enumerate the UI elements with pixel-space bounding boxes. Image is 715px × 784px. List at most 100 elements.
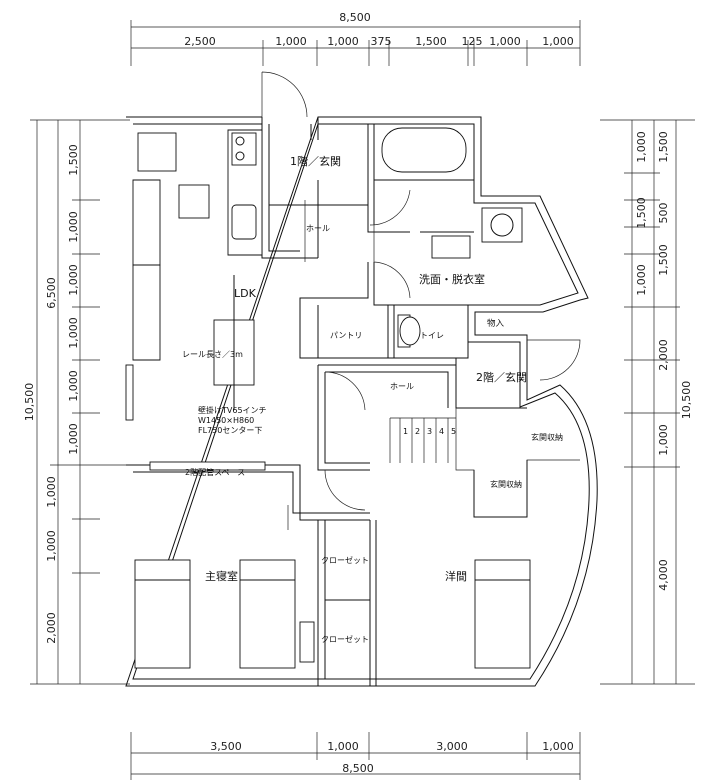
stove-icon <box>231 132 257 166</box>
dim-right-seg: 4,000 <box>657 559 670 591</box>
door-bed2 <box>324 469 366 511</box>
door-entrance1 <box>261 71 308 118</box>
doors <box>261 71 581 530</box>
dim-top-seg: 1,000 <box>489 35 521 48</box>
fixtures <box>125 127 531 669</box>
dim-right-seg: 1,500 <box>635 197 648 229</box>
label-hall2: ホール <box>390 382 414 391</box>
label-rail: レール長さ／3m <box>182 350 243 359</box>
dimension-right: 1,000 1,500 500 1,500 1,000 1,500 2,000 … <box>600 119 695 685</box>
dimension-top: 8,500 2,500 1,000 1,000 375 1,500 125 1,… <box>130 11 581 66</box>
bed-right <box>239 559 296 669</box>
dimension-left: 10,500 6,500 1,500 1,000 1,000 1,000 1,0… <box>23 119 130 685</box>
dim-right-seg: 2,000 <box>657 339 670 371</box>
label-shoe2: 玄関収納 <box>490 479 522 489</box>
label-hall1: ホール <box>306 224 330 233</box>
dim-right-seg: 1,500 <box>657 131 670 163</box>
outer-wall-inner <box>132 123 590 680</box>
label-ldk: LDK <box>234 287 257 300</box>
kitchen-counter-left <box>132 179 161 266</box>
stair-step: 4 <box>439 427 444 436</box>
stair-step: 5 <box>451 427 456 436</box>
dim-bottom-seg: 1,000 <box>542 740 574 753</box>
dim-top-seg: 1,000 <box>327 35 359 48</box>
wall-pantry <box>317 305 395 358</box>
stair-step: 3 <box>427 427 432 436</box>
dim-left-seg: 1,000 <box>45 530 58 562</box>
washing-machine-icon <box>481 207 523 243</box>
bathtub-icon <box>381 127 467 173</box>
pipe-space <box>149 461 266 471</box>
burner-icon <box>235 151 245 161</box>
wall-shoe <box>473 460 528 518</box>
tv-wall-icon <box>125 364 134 421</box>
label-entrance1: 1階／玄関 <box>290 154 341 168</box>
label-shoe1: 玄関収納 <box>531 432 563 442</box>
dim-right-seg: 1,000 <box>657 424 670 456</box>
door-bath <box>369 189 411 226</box>
dim-left-mid: 6,500 <box>45 277 58 309</box>
dim-top-total: 8,500 <box>339 11 371 24</box>
door-hall2 <box>324 371 366 411</box>
label-wash: 洗面・脱衣室 <box>419 272 485 286</box>
wall-wash <box>299 262 469 359</box>
dim-left-seg: 1,000 <box>45 476 58 508</box>
bed-western <box>474 559 531 669</box>
dim-right-seg: 1,000 <box>635 264 648 296</box>
kitchen-counter-left2 <box>132 264 161 361</box>
toilet-icon <box>399 316 421 346</box>
dim-bottom-seg: 3,000 <box>436 740 468 753</box>
dim-right-seg: 1,000 <box>635 131 648 163</box>
dim-top-seg: 2,500 <box>184 35 216 48</box>
basin-icon <box>431 235 471 259</box>
sink-icon <box>231 204 257 240</box>
dim-top-seg: 1,000 <box>275 35 307 48</box>
wall-bath <box>367 124 474 233</box>
label-toilet: トイレ <box>420 331 444 340</box>
fridge <box>137 132 177 172</box>
dim-right-seg: 1,500 <box>657 244 670 276</box>
label-tv-1: 壁掛けTV65インチ <box>198 405 267 415</box>
wall-entrance1-inner <box>268 124 312 252</box>
label-pipe: 2階配管スペース <box>185 467 245 477</box>
dim-top-seg: 125 <box>462 35 483 48</box>
label-tv-3: FL750センター下 <box>198 426 262 435</box>
dim-left-seg: 2,000 <box>45 612 58 644</box>
dim-left-seg: 1,000 <box>67 370 80 402</box>
label-tv-2: W1450×H860 <box>198 416 254 425</box>
dim-left-seg: 1,000 <box>67 264 80 296</box>
dim-top-seg: 1,000 <box>542 35 574 48</box>
dim-bottom-seg: 1,000 <box>327 740 359 753</box>
label-storage: 物入 <box>487 318 505 329</box>
outer-wall <box>125 116 598 687</box>
dim-right-total: 10,500 <box>680 381 693 420</box>
wall-entrance1 <box>261 117 319 259</box>
dim-left-seg: 1,500 <box>67 144 80 176</box>
dimension-bottom: 3,500 1,000 3,000 1,000 8,500 <box>130 732 581 780</box>
label-western: 洋間 <box>445 569 467 583</box>
bed-left <box>134 559 191 669</box>
label-entrance2: 2階／玄関 <box>476 370 527 384</box>
label-master: 主寝室 <box>205 569 238 583</box>
label-closet1: クローゼット <box>321 555 369 565</box>
dim-right-seg: 500 <box>657 203 670 224</box>
dim-bottom-seg: 3,500 <box>210 740 242 753</box>
wall-hall2-inner <box>324 371 449 464</box>
dim-left-total: 10,500 <box>23 383 36 422</box>
stairs <box>389 408 580 518</box>
burner-icon <box>235 136 245 146</box>
drum-icon <box>490 213 514 237</box>
dim-top-seg: 375 <box>371 35 392 48</box>
label-closet2: クローゼット <box>321 634 369 644</box>
label-pantry: パントリ <box>330 331 362 340</box>
wall-closets <box>317 520 377 686</box>
stair-step: 1 <box>403 427 408 436</box>
wall-ldk-bed <box>126 464 370 521</box>
dim-left-seg: 1,000 <box>67 211 80 243</box>
dim-left-seg: 1,000 <box>67 317 80 349</box>
side-table <box>299 621 315 663</box>
stair-step: 2 <box>415 427 420 436</box>
door-entrance2 <box>527 339 581 381</box>
dim-left-seg: 1,000 <box>67 423 80 455</box>
